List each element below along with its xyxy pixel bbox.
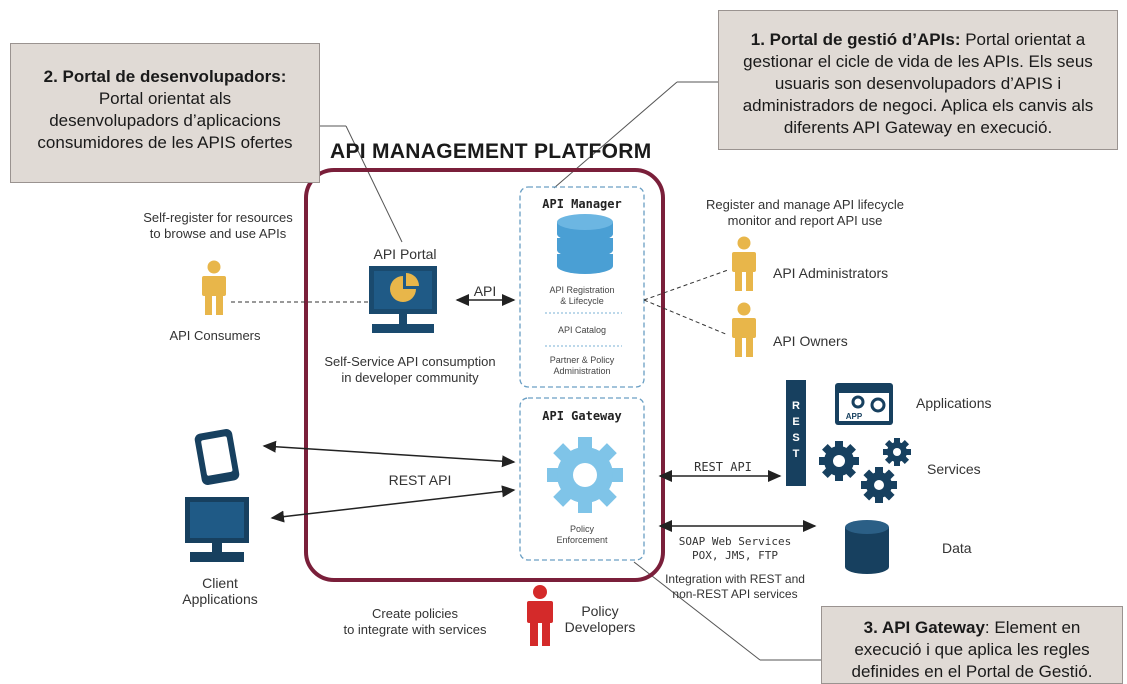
api-administrator-person-icon: [732, 236, 756, 291]
leader-line-portal-dev-diag: [345, 125, 403, 243]
consumers-note: Self-register for resources to browse an…: [108, 210, 328, 242]
callout-portal-dev-title: 2. Portal de desenvolupadors:: [43, 67, 287, 86]
client-mobile-arrow: [262, 440, 516, 468]
admins-note: Register and manage API lifecycle monito…: [680, 197, 930, 229]
client-label-line1: Client: [202, 575, 238, 591]
callout-portal-desenvolupadors: 2. Portal de desenvolupadors: Portal ori…: [10, 43, 320, 183]
manager-item3-line2: Administration: [553, 366, 611, 376]
client-applications-label: Client Applications: [165, 575, 275, 607]
applications-label: Applications: [916, 395, 992, 411]
services-gears-icon: [819, 438, 911, 503]
manager-item-catalog: API Catalog: [557, 325, 607, 335]
api-owners-label: API Owners: [773, 333, 848, 349]
applications-icon: [835, 383, 893, 425]
api-arrow-label: API: [473, 283, 497, 299]
callout-portal-gestio-line1: Portal orientat a: [965, 30, 1086, 49]
app-badge: APP: [845, 412, 863, 421]
api-portal-label: API Portal: [373, 246, 437, 262]
policy-developers-label: Policy Developers: [555, 603, 645, 635]
callout-portal-gestio-line4: administradors de negoci. Aplica els can…: [742, 96, 1094, 115]
admins-note-line2: monitor and report API use: [727, 213, 883, 228]
api-portal-monitor-icon: [369, 266, 437, 333]
soap-line2: POX, JMS, FTP: [691, 549, 779, 562]
integration-line1: Integration with REST and: [665, 572, 805, 586]
data-database-icon: [845, 520, 889, 574]
portal-desc-line2: in developer community: [341, 370, 479, 385]
owner-link: [643, 299, 729, 336]
leader-line-portal-gestio-diag: [553, 81, 678, 189]
api-manager-title: API Manager: [542, 197, 622, 211]
consumers-note-line2: to browse and use APIs: [149, 226, 287, 241]
callout-api-gateway-line2: execució i que aplica les regles: [854, 640, 1090, 659]
admins-note-line1: Register and manage API lifecycle: [706, 197, 904, 212]
rest-letter-s: S: [792, 432, 800, 444]
manager-item-policy: Partner & Policy Administration: [520, 355, 644, 377]
mobile-device-icon: [194, 429, 240, 485]
rest-letter-t: T: [792, 448, 800, 460]
gateway-policy-line1: Policy: [569, 524, 594, 534]
callout-portal-dev-line2: desenvolupadors d’aplicacions: [49, 111, 281, 130]
client-label-line2: Applications: [182, 591, 258, 607]
gateway-policy-label: Policy Enforcement: [520, 524, 644, 546]
callout-api-gateway-line1: : Element en: [984, 618, 1081, 637]
portal-desc: Self-Service API consumption in develope…: [310, 354, 510, 386]
callout-portal-dev-line3: consumidores de les APIS ofertes: [37, 133, 293, 152]
callout-portal-gestio: 1. Portal de gestió d’APIs: Portal orien…: [718, 10, 1118, 150]
rest-letter-e: E: [792, 416, 800, 428]
policy-note-line2: to integrate with services: [343, 622, 487, 637]
callout-portal-gestio-line3: usuaris son desenvolupadors d’APIS i: [774, 74, 1062, 93]
platform-boundary: [304, 168, 665, 582]
policy-note-line1: Create policies: [372, 606, 458, 621]
manager-item1-line2: & Lifecycle: [560, 296, 604, 306]
api-administrators-label: API Administrators: [773, 265, 889, 281]
policy-label-line2: Developers: [564, 619, 636, 635]
api-manager-box: [519, 186, 645, 388]
client-rest-api-label: REST API: [388, 472, 452, 488]
rest-bar: [786, 380, 806, 486]
gateway-policy-line2: Enforcement: [556, 535, 608, 545]
api-consumer-person-icon: [202, 260, 226, 315]
gateway-gear-icon: [547, 437, 623, 513]
api-consumers-label: API Consumers: [169, 328, 261, 343]
policy-developer-person-icon: [527, 585, 553, 646]
soap-label: SOAP Web Services POX, JMS, FTP: [665, 535, 805, 563]
callout-portal-gestio-line5: diferents API Gateway en execució.: [783, 118, 1053, 137]
manager-item3-line1: Partner & Policy: [549, 355, 615, 365]
database-icon: [557, 214, 613, 274]
callout-api-gateway: 3. API Gateway: Element en execució i qu…: [821, 606, 1123, 684]
callout-portal-gestio-line2: gestionar el cicle de vida de les APIs. …: [743, 52, 1093, 71]
portal-desc-line1: Self-Service API consumption: [324, 354, 496, 369]
manager-item-registration: API Registration & Lifecycle: [520, 285, 644, 307]
admin-link: [643, 269, 729, 301]
platform-title: API MANAGEMENT PLATFORM: [330, 140, 652, 163]
api-gateway-title: API Gateway: [542, 409, 622, 423]
rest-bar-letters: R E S T: [786, 398, 806, 462]
callout-api-gateway-line3: definides en el Portal de Gestió.: [851, 662, 1093, 681]
api-gateway-box: [519, 397, 645, 561]
services-label: Services: [927, 461, 981, 477]
callout-api-gateway-title: 3. API Gateway: [863, 618, 985, 637]
policy-label-line1: Policy: [581, 603, 619, 619]
data-label: Data: [942, 540, 972, 556]
rest-letter-r: R: [792, 400, 800, 412]
consumers-note-line1: Self-register for resources: [143, 210, 293, 225]
api-owner-person-icon: [732, 302, 756, 357]
backend-rest-api-label: REST API: [694, 460, 752, 474]
callout-portal-dev-line1: Portal orientat als: [98, 89, 232, 108]
integration-line2: non-REST API services: [672, 587, 798, 601]
manager-item1-line1: API Registration: [549, 285, 615, 295]
integration-label: Integration with REST and non-REST API s…: [645, 572, 825, 602]
callout-portal-gestio-title: 1. Portal de gestió d’APIs:: [750, 30, 961, 49]
client-desktop-arrow: [270, 485, 516, 523]
soap-line1: SOAP Web Services: [678, 535, 792, 548]
leader-line-gateway: [633, 561, 761, 661]
policy-note: Create policies to integrate with servic…: [315, 606, 515, 638]
client-desktop-icon: [185, 497, 249, 562]
